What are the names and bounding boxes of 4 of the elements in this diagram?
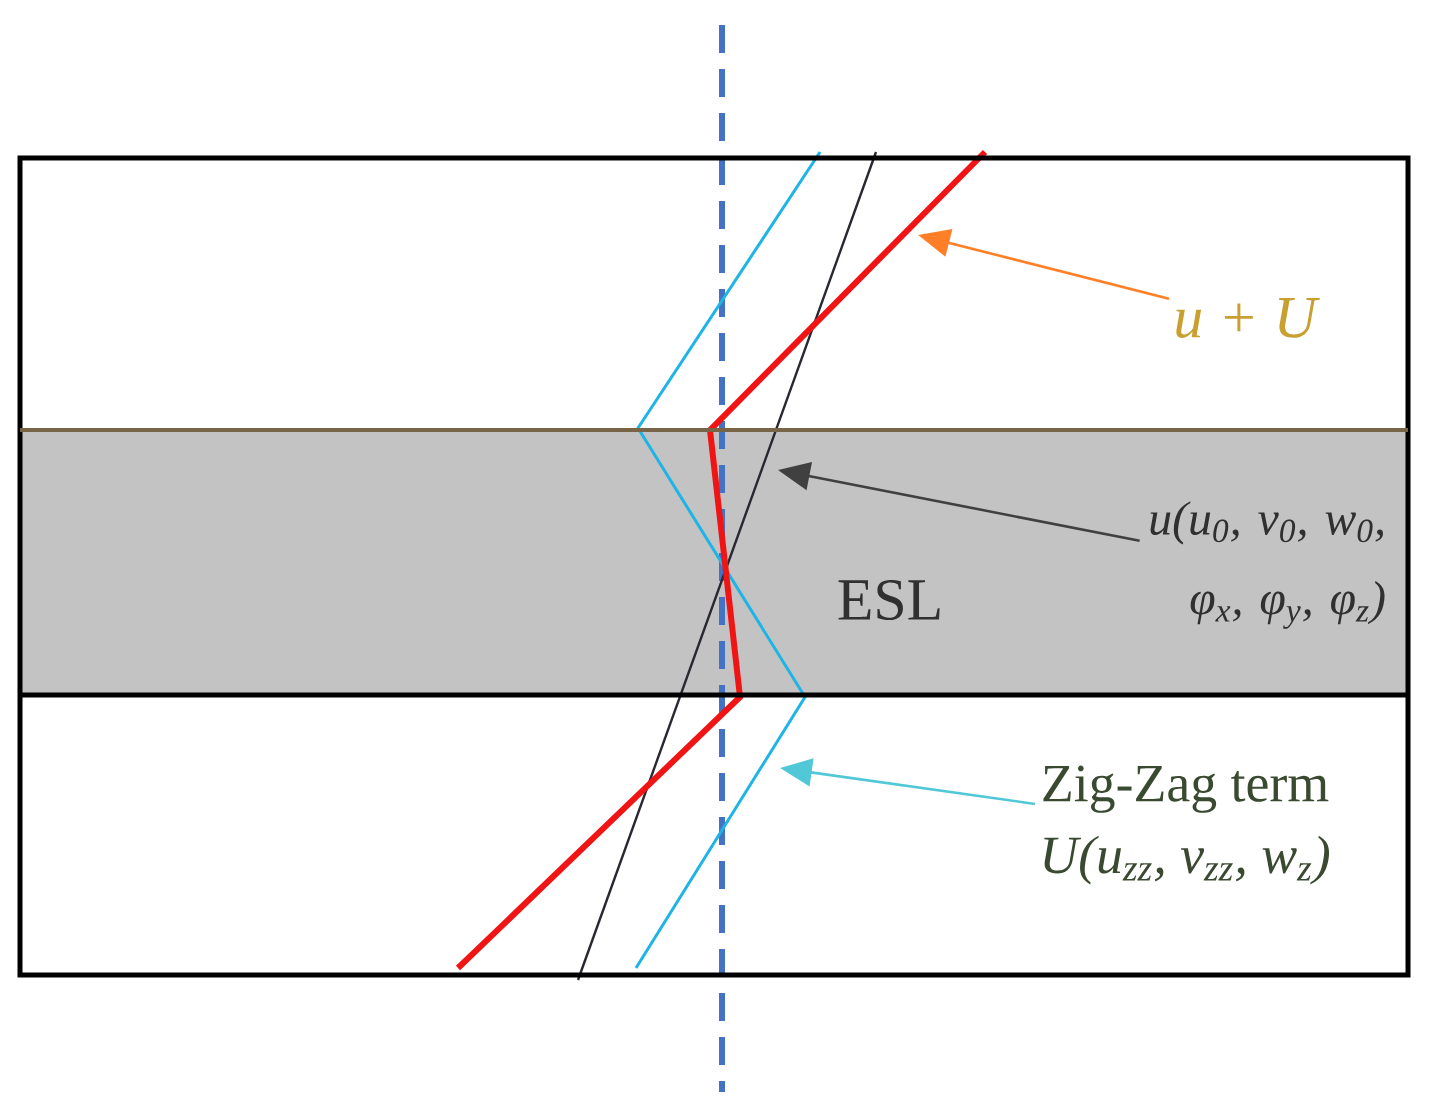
heading: Zig-Zag term	[1043, 765, 1329, 813]
formula-label: u + U	[1176, 298, 1320, 338]
formula-label: u(u$_{0}$, v$_{0}$, w$_{0}$, φ$_{x}$, φ$_{y}$, φ$_{z}$)	[1150, 501, 1385, 629]
formula-label: U(u$_{zz}$, v$_{zz}$, w$_{z}$)	[1044, 835, 1330, 885]
